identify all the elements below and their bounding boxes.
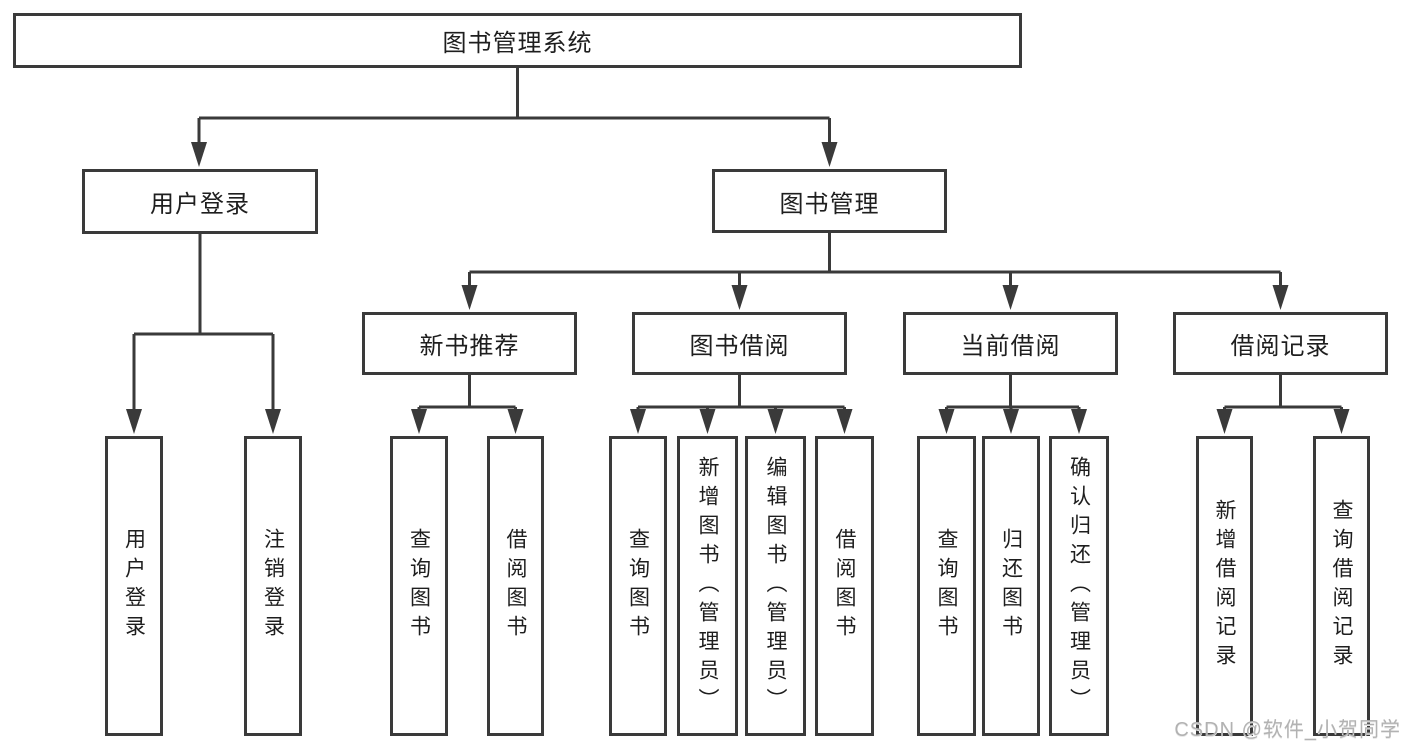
node-book-borrowing: 图书借阅 (632, 312, 847, 375)
node-new-book-recommend: 新书推荐 (362, 312, 577, 375)
leaf-edit-books-admin: 编辑图书（管理员） (745, 436, 806, 736)
node-borrowing-records: 借阅记录 (1173, 312, 1388, 375)
leaf-add-borrow-record: 新增借阅记录 (1196, 436, 1253, 736)
leaf-confirm-return-admin: 确认归还（管理员） (1049, 436, 1109, 736)
leaf-query-borrow-record: 查询借阅记录 (1313, 436, 1370, 736)
node-current-borrowing: 当前借阅 (903, 312, 1118, 375)
leaf-borrow-books-recommend: 借阅图书 (487, 436, 544, 736)
leaf-add-books-admin: 新增图书（管理员） (677, 436, 738, 736)
leaf-borrow-books-borrowing: 借阅图书 (815, 436, 874, 736)
watermark-text: CSDN @软件_小贺同学 (1174, 719, 1401, 741)
leaf-user-login: 用户登录 (105, 436, 163, 736)
node-book-management: 图书管理 (712, 169, 947, 233)
node-library-system: 图书管理系统 (13, 13, 1022, 68)
leaf-logout: 注销登录 (244, 436, 302, 736)
leaf-return-books: 归还图书 (982, 436, 1040, 736)
connector-strokes (132, 68, 1343, 412)
arrowheads (126, 142, 1350, 434)
leaf-query-books-borrowing: 查询图书 (609, 436, 667, 736)
node-user-login: 用户登录 (82, 169, 318, 234)
leaf-query-books-current: 查询图书 (917, 436, 976, 736)
leaf-query-books-recommend: 查询图书 (390, 436, 448, 736)
